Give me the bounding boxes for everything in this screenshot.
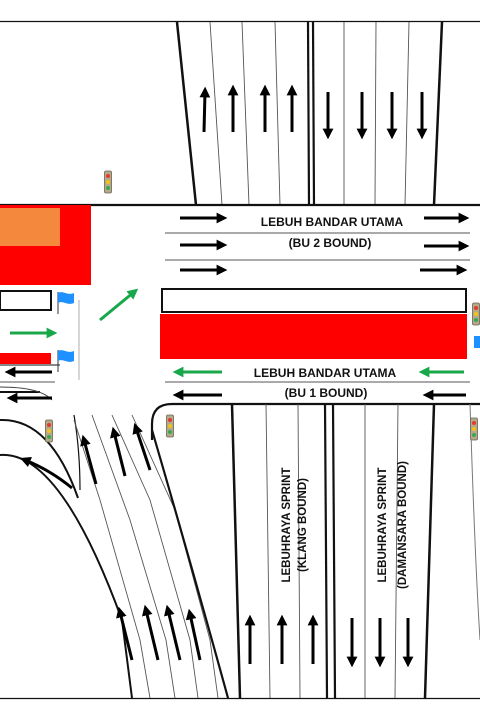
page-frame: [0, 20, 480, 700]
sprint-klang-bound: (KLANG BOUND): [297, 478, 309, 572]
arrow-icon: [80, 434, 98, 485]
traffic-light-icon: [45, 419, 53, 443]
bu2-arrows: [180, 212, 470, 276]
south-road-arrows: [244, 614, 414, 668]
south-road: [230, 403, 480, 699]
arrow-icon: [110, 426, 127, 477]
southwest-ramp: [0, 414, 230, 699]
arrow-icon: [99, 288, 139, 322]
sprint-klang-name: LEBUHRAYA SPRINT: [281, 467, 293, 582]
arrow-icon: [142, 604, 160, 661]
west-median: [0, 290, 52, 311]
bu1-road-bound: (BU 1 BOUND): [285, 386, 368, 400]
southwest-arrows: [19, 422, 202, 661]
arrow-icon: [19, 456, 73, 490]
blue-flag-icon: [57, 291, 75, 315]
sprint-damansara-bound: (DAMANSARA BOUND): [397, 461, 409, 589]
traffic-light-icon: [166, 414, 174, 438]
arrow-icon: [164, 604, 182, 661]
sprint-damansara-name: LEBUHRAYA SPRINT: [377, 467, 389, 582]
arrow-icon: [199, 86, 211, 133]
arrow-icon: [116, 606, 134, 661]
median-red-block: [160, 314, 467, 359]
bu1-road-name: LEBUH BANDAR UTAMA: [254, 366, 397, 380]
blue-flag-icon: [57, 349, 75, 373]
west-red-strip: [0, 353, 51, 364]
arrow-icon: [132, 422, 152, 471]
traffic-light-icon: [104, 170, 112, 194]
traffic-light-icon: [472, 302, 480, 326]
bu2-road-bound: (BU 2 BOUND): [289, 236, 372, 250]
north-road-arrows: [199, 84, 428, 140]
west-approach: [0, 205, 91, 383]
west-arrows: [4, 288, 139, 404]
building-orange: [0, 208, 60, 246]
traffic-light-icon: [470, 417, 478, 441]
bu1-arrows: [172, 366, 466, 401]
bu2-road-name: LEBUH BANDAR UTAMA: [261, 215, 404, 229]
north-road: [175, 21, 444, 206]
arrow-icon: [185, 608, 202, 661]
east-blue-edge: [474, 336, 480, 348]
